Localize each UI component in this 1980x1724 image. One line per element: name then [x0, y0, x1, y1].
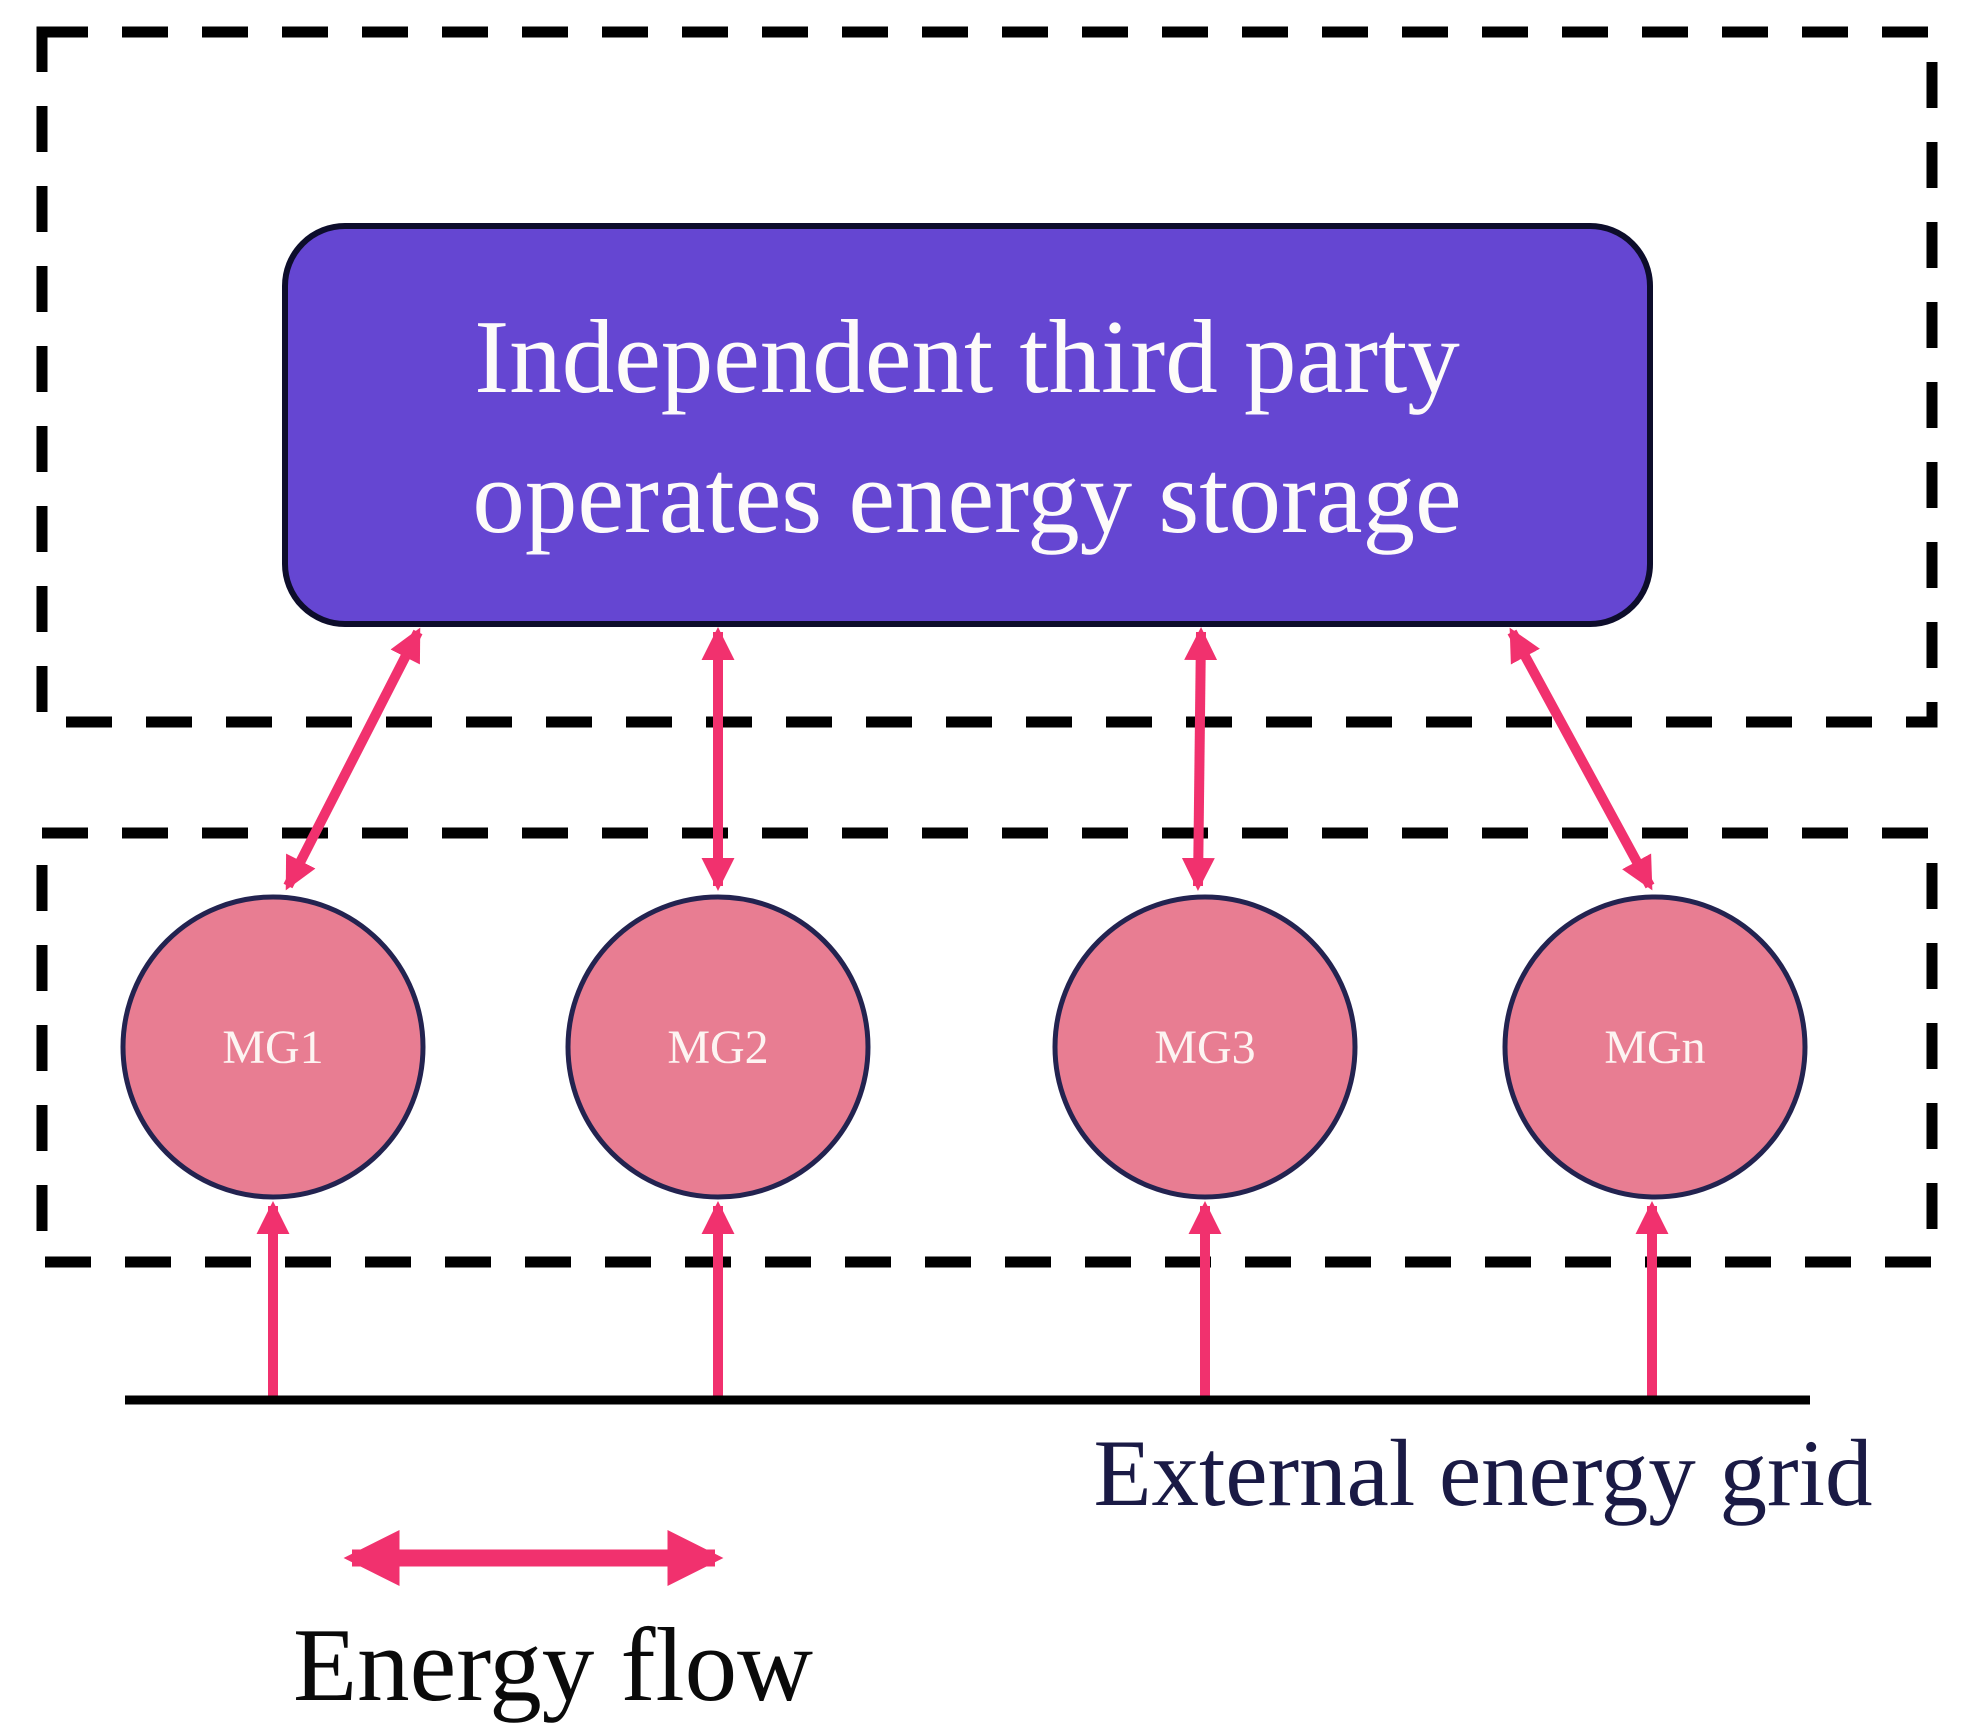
microgrid-node-mg3 — [1052, 894, 1358, 1200]
storage-operator-label-line1: Independent third party — [474, 298, 1460, 415]
microgrid-label-mg1: MG1 — [222, 1021, 323, 1074]
legend-energy-flow-label: Energy flow — [293, 1606, 813, 1723]
microgrid-node-mg1 — [120, 894, 426, 1200]
energy-flow-arrow-mg3 — [1181, 627, 1218, 891]
microgrid-label-mg2: MG2 — [667, 1021, 768, 1074]
microgrid-label-mg3: MG3 — [1154, 1021, 1255, 1074]
microgrid-node-mgn — [1502, 894, 1808, 1200]
energy-flow-arrow-mg1 — [283, 627, 423, 891]
microgrid-node-mg2 — [565, 894, 871, 1200]
external-grid-label: External energy grid — [1093, 1420, 1872, 1526]
microgrid-label-mgn: MGn — [1604, 1021, 1705, 1074]
energy-flow-arrow-mgn — [1507, 627, 1655, 891]
microgrid-zone-border — [36, 827, 1938, 1268]
storage-operator-label-line2: operates energy storage — [472, 438, 1461, 555]
third-party-zone-border — [36, 26, 1938, 728]
storage-operator-box — [282, 223, 1653, 627]
